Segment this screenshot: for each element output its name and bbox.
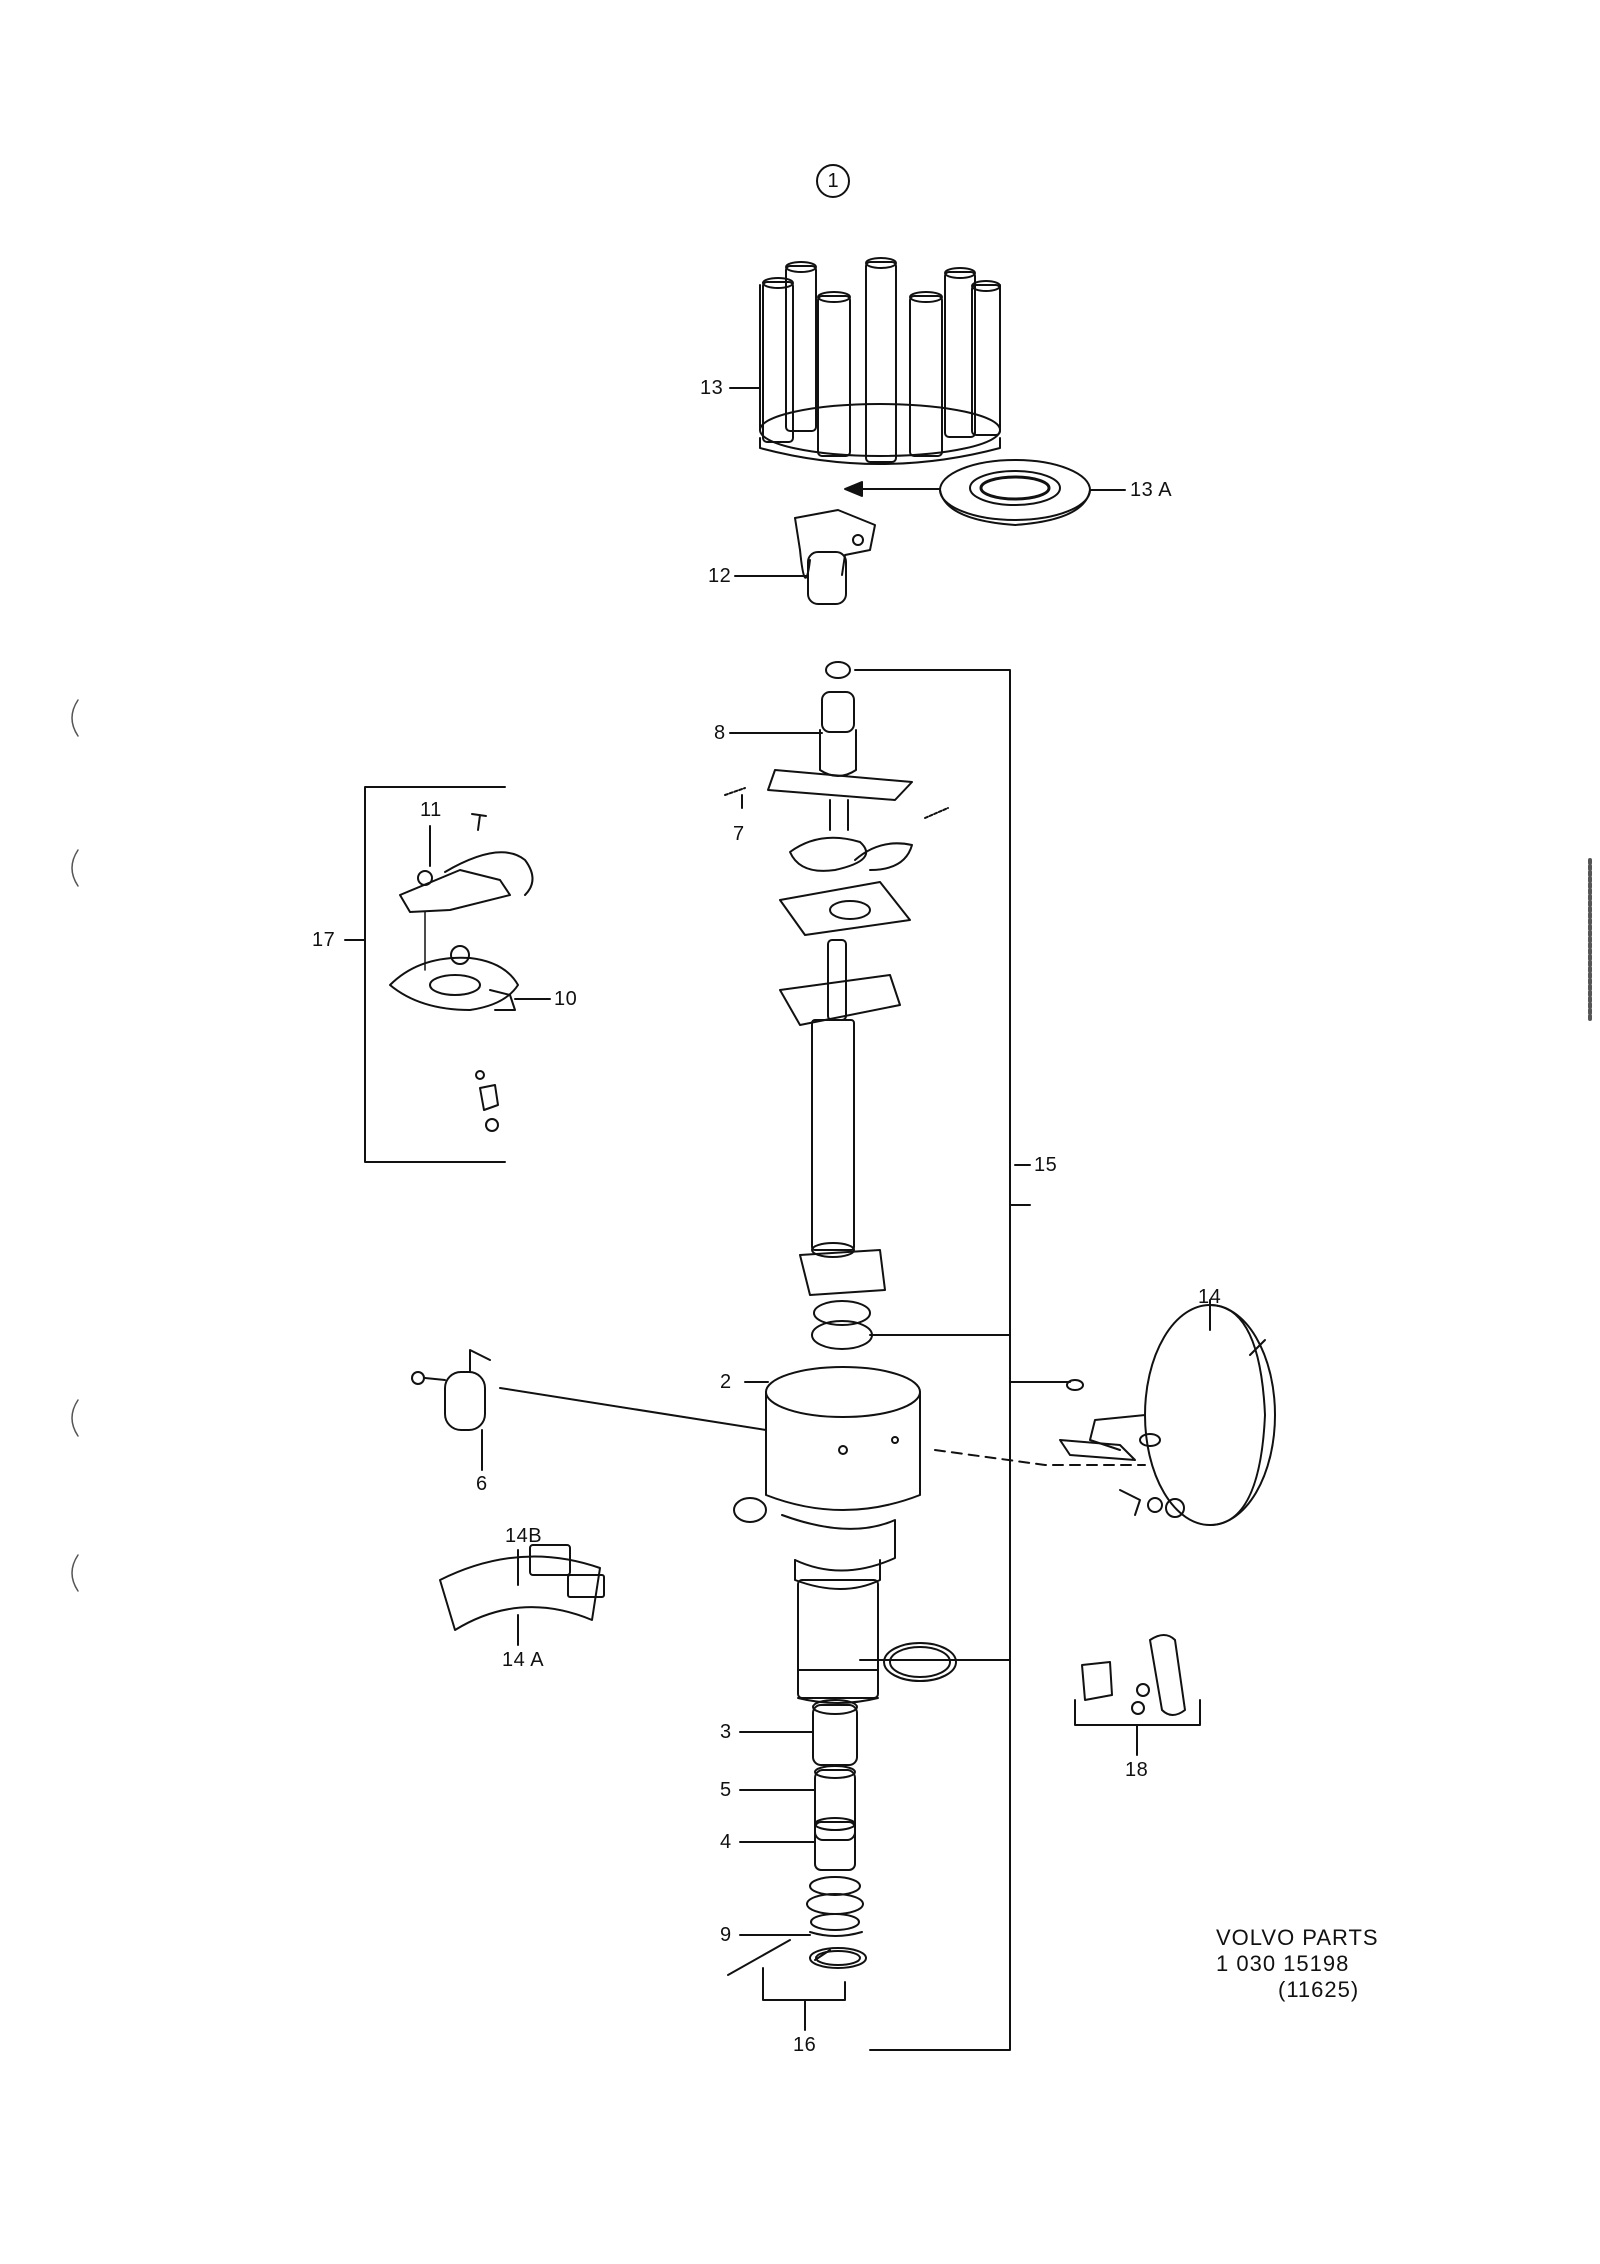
centrifugal-assembly-part-8 [724,661,949,1258]
leader-6-link [499,1387,767,1431]
bushing-part-3 [812,1699,858,1766]
reference-brand: VOLVO PARTS [1216,1925,1379,1950]
kit-bracket-16 [762,1967,846,2031]
reference-block: VOLVO PARTS 1 030 15198 (11625) [1216,1925,1379,2003]
rotor-part-12 [794,509,876,605]
vacuum-control-part-14a [439,1544,605,1631]
label-10: 10 [554,988,578,1010]
label-14a: 14 A [502,1649,545,1671]
arrowhead-13a [844,481,863,497]
label-3: 3 [720,1721,732,1743]
label-2: 2 [720,1371,732,1393]
label-11: 11 [420,799,442,821]
assembly-bracket-15 [854,669,1036,2051]
reference-code: (11625) [1278,1976,1360,2002]
vacuum-unit-part-14 [1059,1304,1276,1526]
label-7: 7 [733,823,745,845]
washers-part-9 [727,1876,867,1976]
label-4: 4 [720,1831,732,1853]
breaker-points-box-17 [344,786,506,1163]
spring-clip-kit-part-18 [1074,1634,1201,1756]
breaker-plate-part-10 [389,945,519,1132]
clip-14 [1066,1379,1084,1391]
label-17: 17 [312,929,336,951]
label-15: 15 [1034,1154,1058,1176]
bushing-part-4 [814,1817,856,1871]
reference-part-number: 1 030 15198 [1216,1950,1350,1976]
label-9: 9 [720,1924,732,1946]
vacuum-link-dashed [934,1449,1146,1466]
label-8: 8 [714,722,726,744]
condenser-part-6 [411,1349,491,1431]
label-16: 16 [793,2034,817,2056]
label-18: 18 [1125,1759,1149,1781]
shield-part-13a [939,459,1091,526]
distributor-cap-part-13 [759,257,1001,465]
label-13: 13 [700,377,724,399]
contact-breaker-part-11 [399,813,534,913]
label-6: 6 [476,1473,488,1495]
label-12: 12 [708,565,732,587]
o-ring [883,1642,957,1682]
felt-part-5 [814,1765,856,1841]
scan-margin-marks [71,699,1592,1592]
label-5: 5 [720,1779,732,1801]
label-14: 14 [1198,1286,1222,1308]
label-14b: 14B [505,1525,543,1547]
group-number-circle: 1 [816,164,850,198]
distributor-housing-part-2 [733,1249,921,1704]
label-13a: 13 A [1130,479,1173,501]
